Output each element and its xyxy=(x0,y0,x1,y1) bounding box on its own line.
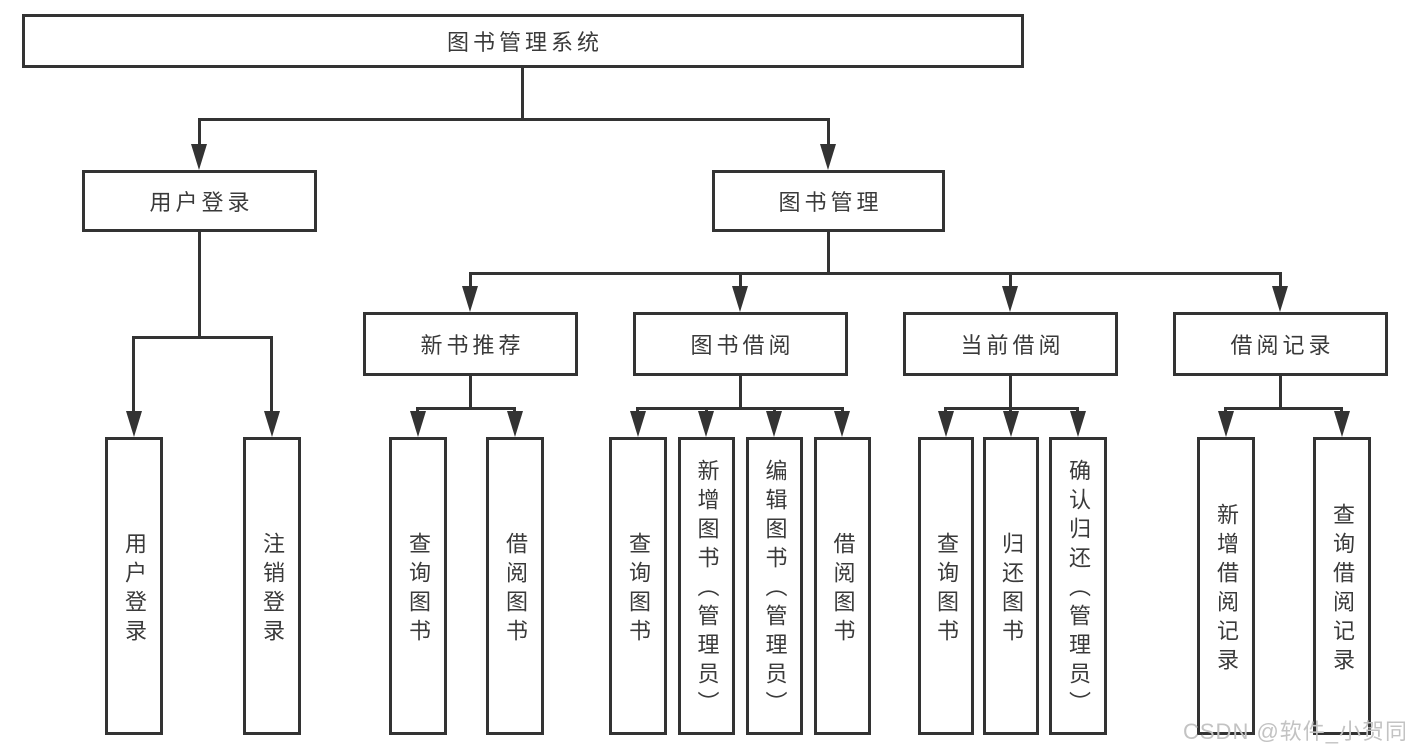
leaf-label: 新增借阅记录 xyxy=(1214,502,1239,677)
csdn-watermark: CSDN @软件_小贺同学 xyxy=(1183,719,1405,744)
leaf-add-books-admin: 新增图书（管理员） xyxy=(678,437,735,735)
arrowhead-down xyxy=(732,286,748,312)
leaf-add-borrow-record: 新增借阅记录 xyxy=(1197,437,1255,735)
connector-line xyxy=(1009,376,1012,407)
arrowhead-down xyxy=(264,411,280,437)
node-label: 用户登录 xyxy=(149,190,254,215)
connector-line xyxy=(739,272,742,286)
node-current-borrowing: 当前借阅 xyxy=(903,312,1118,376)
leaf-label: 用户登录 xyxy=(122,531,147,648)
arrowhead-down xyxy=(766,411,782,437)
connector-line xyxy=(469,272,472,286)
leaf-label: 借阅图书 xyxy=(830,531,856,648)
leaf-confirm-return-admin: 确认归还（管理员） xyxy=(1049,437,1107,735)
connector-line xyxy=(198,118,830,121)
node-book-management: 图书管理 xyxy=(712,170,945,232)
leaf-label: 借阅图书 xyxy=(503,531,528,648)
leaf-label: 注销登录 xyxy=(260,531,285,648)
leaf-borrow-books-borrow: 借阅图书 xyxy=(814,437,871,735)
connector-line xyxy=(827,118,830,144)
arrowhead-down xyxy=(698,411,714,437)
leaf-label: 编辑图书（管理员） xyxy=(762,459,788,720)
arrowhead-down xyxy=(1070,411,1086,437)
connector-line xyxy=(1009,272,1012,286)
connector-line xyxy=(469,376,472,407)
node-user-login: 用户登录 xyxy=(82,170,317,232)
arrowhead-down xyxy=(1218,411,1234,437)
leaf-return-books: 归还图书 xyxy=(983,437,1039,735)
leaf-borrow-books-newbook: 借阅图书 xyxy=(486,437,544,735)
leaf-label: 查询图书 xyxy=(406,531,431,648)
arrowhead-down xyxy=(630,411,646,437)
arrowhead-down xyxy=(191,144,207,170)
connector-line xyxy=(198,118,201,144)
leaf-label: 确认归还（管理员） xyxy=(1066,459,1091,720)
arrowhead-down xyxy=(507,411,523,437)
leaf-label: 归还图书 xyxy=(999,531,1024,648)
arrowhead-down xyxy=(462,286,478,312)
leaf-edit-books-admin: 编辑图书（管理员） xyxy=(746,437,803,735)
leaf-label: 查询图书 xyxy=(934,531,959,648)
arrowhead-down xyxy=(1334,411,1350,437)
leaf-label: 查询图书 xyxy=(626,531,651,648)
connector-line xyxy=(636,407,844,410)
node-label: 图书管理 xyxy=(778,190,883,215)
arrowhead-down xyxy=(1003,411,1019,437)
node-new-book-recommend: 新书推荐 xyxy=(363,312,578,376)
arrowhead-down xyxy=(1272,286,1288,312)
arrowhead-down xyxy=(126,411,142,437)
node-label: 当前借阅 xyxy=(960,333,1065,358)
leaf-query-borrow-record: 查询借阅记录 xyxy=(1313,437,1371,735)
connector-line xyxy=(1224,407,1343,410)
leaf-user-login: 用户登录 xyxy=(105,437,163,735)
connector-line xyxy=(1279,376,1282,407)
arrowhead-down xyxy=(820,144,836,170)
node-label: 借阅记录 xyxy=(1230,333,1335,358)
node-book-borrowing: 图书借阅 xyxy=(633,312,848,376)
connector-line xyxy=(521,68,524,118)
connector-line xyxy=(827,232,830,272)
arrowhead-down xyxy=(1002,286,1018,312)
arrowhead-down xyxy=(834,411,850,437)
node-label: 新书推荐 xyxy=(420,333,525,358)
leaf-logout: 注销登录 xyxy=(243,437,301,735)
connector-line xyxy=(270,336,273,411)
arrowhead-down xyxy=(938,411,954,437)
node-library-management-system: 图书管理系统 xyxy=(22,14,1024,68)
node-label: 图书管理系统 xyxy=(446,30,603,55)
leaf-query-books-borrow: 查询图书 xyxy=(609,437,667,735)
connector-line xyxy=(198,232,201,336)
node-borrow-records: 借阅记录 xyxy=(1173,312,1388,376)
arrowhead-down xyxy=(410,411,426,437)
connector-line xyxy=(469,272,1282,275)
leaf-query-books-current: 查询图书 xyxy=(918,437,974,735)
leaf-label: 新增图书（管理员） xyxy=(694,459,720,720)
leaf-query-books-newbook: 查询图书 xyxy=(389,437,447,735)
node-label: 图书借阅 xyxy=(690,333,795,358)
connector-line xyxy=(1279,272,1282,286)
leaf-label: 查询借阅记录 xyxy=(1330,502,1355,677)
connector-line xyxy=(739,376,742,407)
connector-line xyxy=(132,336,273,339)
connector-line xyxy=(132,336,135,411)
connector-line xyxy=(416,407,516,410)
